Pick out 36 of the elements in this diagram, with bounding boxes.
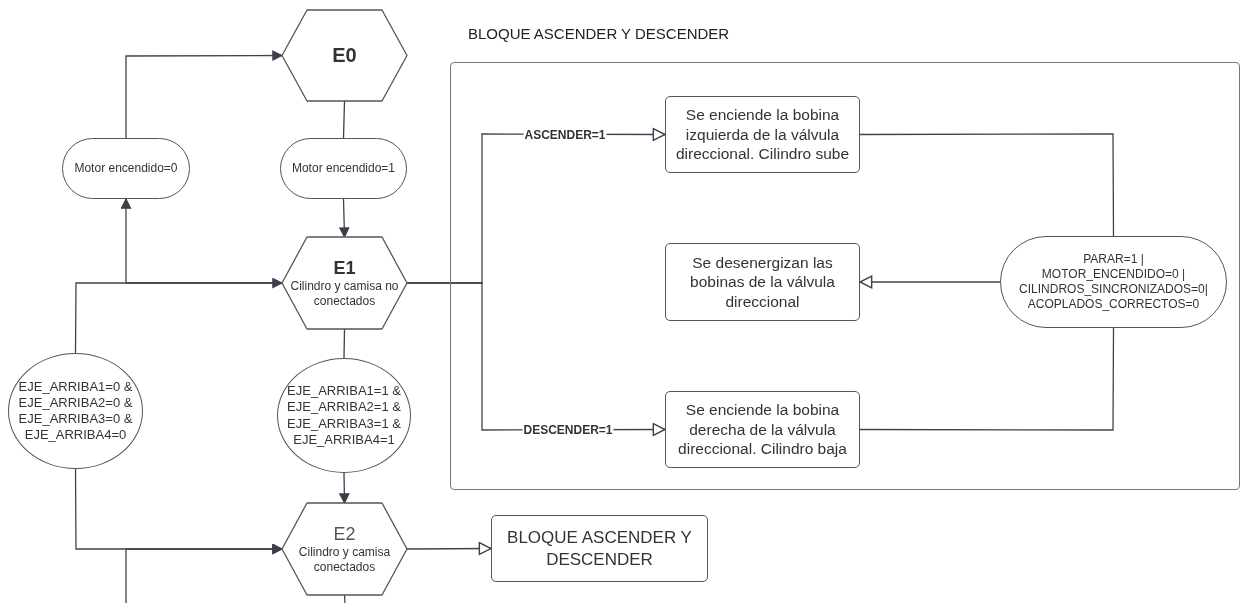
state-hexagon (282, 237, 407, 329)
edge-label: ASCENDER=1 (523, 127, 607, 142)
action-text: Se desenergizan las bobinas de la válvula direccional (689, 252, 836, 312)
action-box (665, 243, 860, 321)
edge-label: DESCENDER=1 (522, 422, 614, 437)
condition-text: EJE_ARRIBA1=0 & EJE_ARRIBA2=0 & EJE_ARRIBA3=0 & EJE_ARRIBA4=0 (17, 378, 134, 444)
state-label: E2 (333, 522, 356, 546)
connector-line (343, 328, 346, 359)
state-description: Cilindro y camisa no conectados (290, 279, 399, 310)
state-hexagon (282, 503, 407, 595)
block-title: BLOQUE ASCENDER Y DESCENDER (468, 25, 730, 44)
action-text: BLOQUE ASCENDER Y DESCENDER (506, 527, 693, 570)
arrow (339, 198, 350, 238)
condition-text: PARAR=1 | MOTOR_ENCENDIDO=0 | CILINDROS_SINCRONIZADOS=0| ACOPLADOS_CORRECTOS=0 (1018, 252, 1209, 312)
action-box (665, 391, 860, 468)
arrow (125, 543, 283, 603)
state-hexagon (282, 10, 407, 101)
action-box (665, 96, 860, 173)
action-box (491, 515, 708, 582)
action-text: Se enciende la bobina izquierda de la válvula direccional. Cilindro sube (674, 105, 851, 164)
arrow (74, 277, 283, 354)
arrow (406, 542, 492, 556)
condition-text: EJE_ARRIBA1=1 & EJE_ARRIBA2=1 & EJE_ARRIBA3=1 & EJE_ARRIBA4=1 (286, 383, 402, 448)
connector-line (342, 100, 346, 139)
state-label: E0 (332, 43, 357, 68)
condition-text: Motor encendido=0 (74, 161, 178, 176)
action-text: Se enciende la bobina derecha de la válvula direccional. Cilindro baja (677, 400, 848, 459)
state-description: Cilindro y camisa conectados (297, 545, 392, 576)
connector-line (343, 594, 346, 603)
connector-line (859, 327, 1115, 431)
arrow (125, 50, 283, 139)
connector-line (859, 133, 1115, 237)
arrow (339, 472, 350, 504)
arrow (859, 275, 1001, 289)
condition-text: Motor encendido=1 (291, 161, 396, 176)
state-label: E1 (333, 256, 356, 280)
